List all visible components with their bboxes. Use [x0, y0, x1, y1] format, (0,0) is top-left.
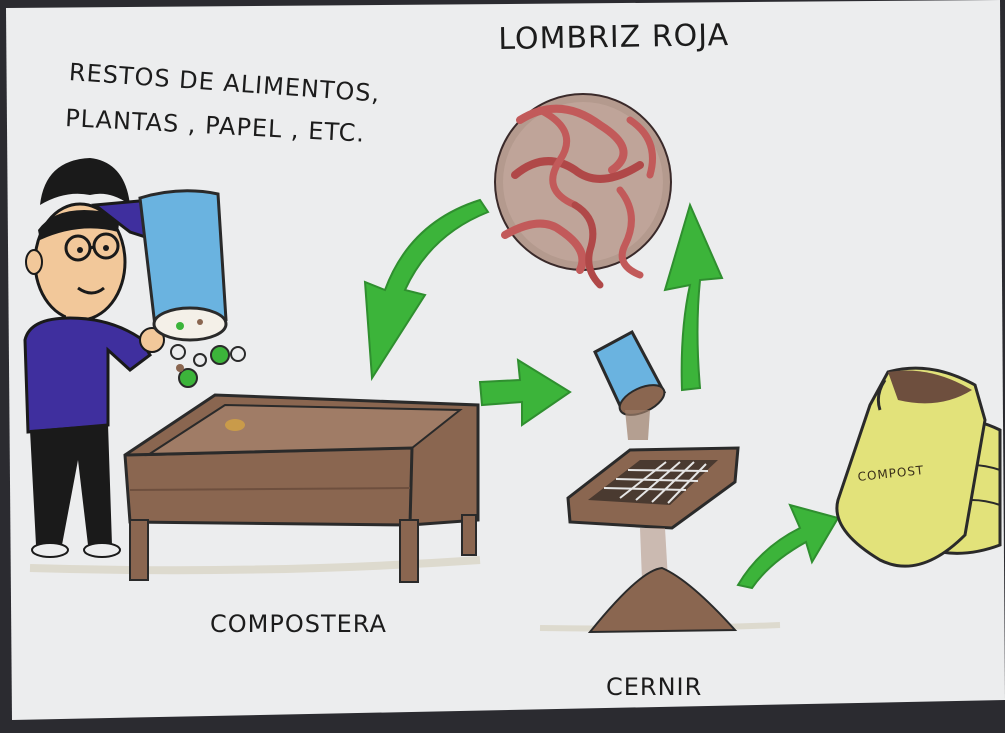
red-worms-circle	[494, 93, 672, 289]
compost-bag	[835, 366, 1002, 568]
sieve-label: CERNIR	[606, 673, 703, 701]
paper-sheet	[6, 0, 1005, 720]
sieve	[566, 446, 740, 580]
person-illustration	[23, 158, 165, 558]
food-scraps	[170, 344, 246, 388]
bucket-illustration	[138, 189, 228, 342]
soil-pile	[587, 566, 738, 634]
arrow-sieve-to-worms	[663, 202, 724, 392]
compost-bin	[123, 393, 480, 583]
arrow-bin-to-sieve	[478, 358, 572, 427]
arrow-worms-to-bin	[363, 198, 490, 382]
compost-bin-label: COMPOSTERA	[210, 610, 387, 638]
worms-title: LOMBRIZ ROJA	[498, 17, 730, 57]
pouring-bucket	[593, 329, 667, 440]
cycle-arrows	[363, 198, 840, 590]
